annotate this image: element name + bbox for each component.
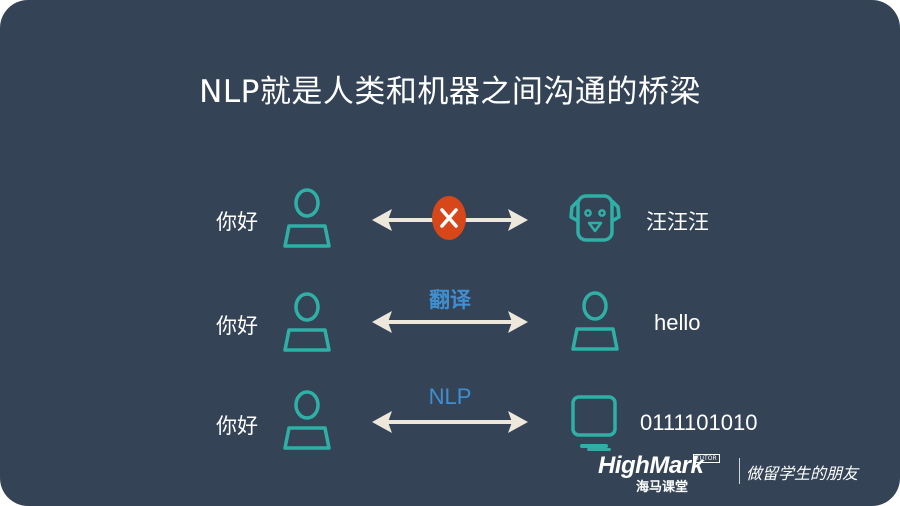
computer-monitor-icon [571,395,617,448]
slide-title: NLP就是人类和机器之间沟通的桥梁 [199,74,701,110]
person-icon [571,291,619,351]
x-circle-icon [432,196,466,240]
nlp-label: NLP [428,384,472,409]
person-icon [283,188,331,248]
row3-right-text: 0111101010 [640,410,758,435]
row2-right-text: hello [654,310,701,335]
watermark-divider [739,458,740,484]
translate-label: 翻译 [429,288,471,312]
person-icon [283,292,331,352]
watermark-tag: TUTOR [693,454,720,463]
row1-left-text: 你好 [216,210,258,234]
watermark-slogan: 做留学生的朋友 [746,464,859,483]
double-arrow-icon [372,311,528,333]
double-arrow-icon [372,411,528,433]
row3-left-text: 你好 [216,414,258,438]
row2-left-text: 你好 [216,314,258,338]
row1-right-text: 汪汪汪 [646,210,709,234]
watermark-brand: HighMark [598,452,704,479]
watermark-bar [587,448,611,451]
dog-icon [569,194,621,242]
person-icon [283,390,331,450]
watermark-sub: 海马课堂 [636,480,689,495]
